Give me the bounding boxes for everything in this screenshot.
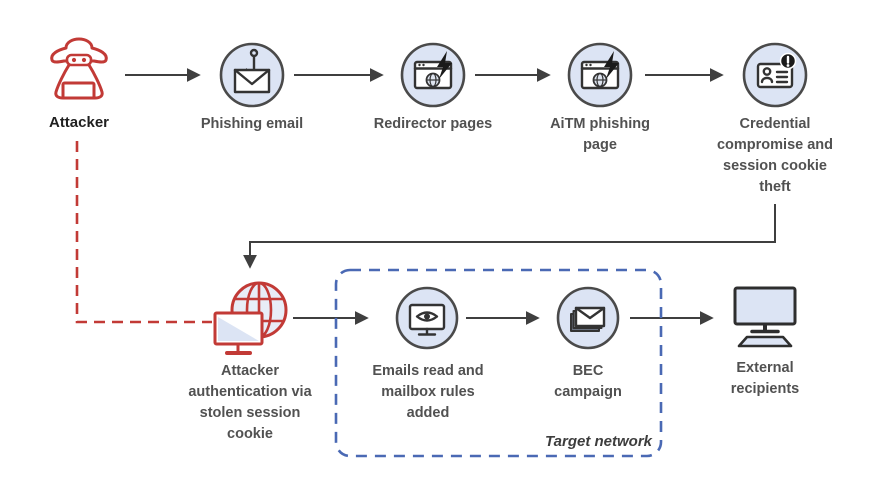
arrow-credential-to-authentication — [243, 204, 776, 269]
external-recipients-label: External recipients — [730, 360, 800, 397]
emails-read-icon — [395, 286, 459, 350]
credential-compromise-label: Credential compromise and session cookie… — [716, 116, 834, 195]
aitm-phishing-page-icon — [567, 42, 633, 108]
flow-arrows — [75, 68, 776, 325]
target-network-label: Target network — [545, 433, 652, 450]
phishing-email-icon — [219, 42, 285, 108]
attacker-authentication-icon — [213, 281, 288, 355]
external-recipients-icon — [733, 286, 797, 348]
bec-campaign-icon — [556, 286, 620, 350]
attacker-label: Attacker — [48, 114, 110, 131]
bec-campaign-label: BEC campaign — [554, 363, 622, 400]
redirector-pages-label: Redirector pages — [373, 116, 493, 132]
target-network-boundary — [334, 268, 663, 458]
emails-read-label: Emails read and mailbox rules added — [372, 363, 484, 421]
attacker-authentication-label: Attacker authentication via stolen sessi… — [188, 363, 312, 442]
aitm-phishing-page-label: AiTM phishing page — [550, 116, 650, 153]
phishing-email-label: Phishing email — [200, 116, 304, 132]
redirector-pages-icon — [400, 42, 466, 108]
attacker-dashed-path — [75, 141, 212, 324]
attacker-icon — [50, 37, 108, 100]
credential-compromise-icon — [742, 42, 808, 108]
